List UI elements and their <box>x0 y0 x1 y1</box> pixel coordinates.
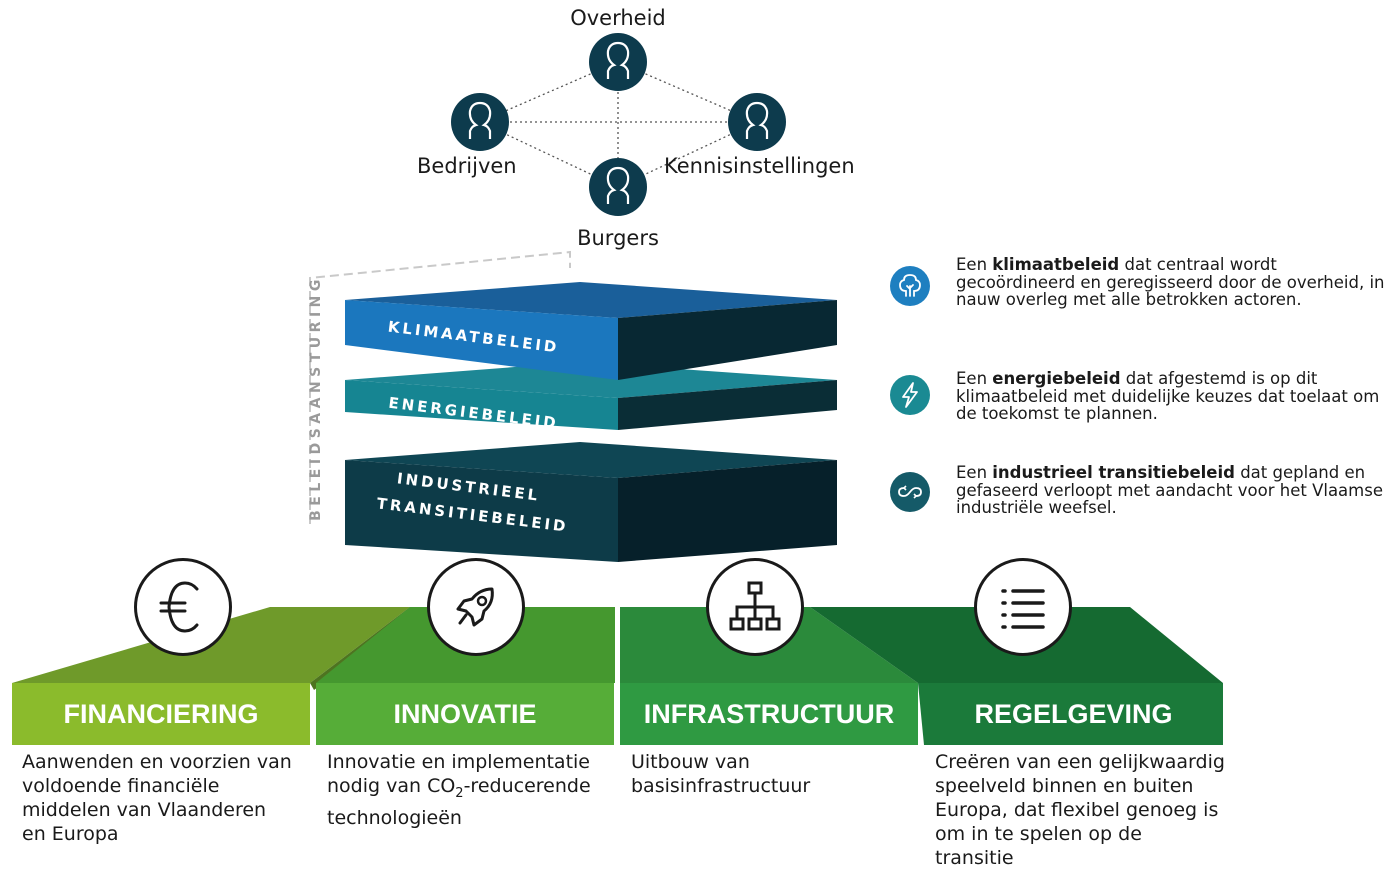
pillar-title-financiering: FINANCIERING <box>63 698 259 729</box>
actor-label-overheid: Overheid <box>570 6 666 30</box>
person-icon <box>589 33 647 91</box>
policy-stack: INDUSTRIEEL TRANSITIEBELEID ENERGIEBELEI… <box>309 250 837 562</box>
pillar-title-infrastructuur: INFRASTRUCTUUR <box>643 698 895 729</box>
pillar-desc-financiering: Aanwenden en voorzien van voldoende fina… <box>22 751 292 845</box>
pillar-desc-regelgeving: Creëren van een gelijkwaardig speelveld … <box>935 751 1225 869</box>
person-icon <box>728 93 786 151</box>
policy-item-energie: Een energiebeleid dat afgestemd is op di… <box>890 370 1390 430</box>
person-icon <box>451 93 509 151</box>
actor-label-kennisinstellingen: Kennisinstellingen <box>664 154 855 178</box>
rocket-icon <box>456 587 494 627</box>
infinity-cycle-icon <box>890 472 930 512</box>
policy-text-klimaat: Een klimaatbeleid dat centraal wordt gec… <box>956 255 1385 309</box>
policy-item-industrie: Een industrieel transitiebeleid dat gepl… <box>890 464 1390 524</box>
pillar-desc-infrastructuur: Uitbouw van basisinfrastructuur <box>631 751 811 797</box>
layer-energiebeleid: ENERGIEBELEID <box>345 362 837 432</box>
layer-industrieel-transitiebeleid: INDUSTRIEEL TRANSITIEBELEID <box>345 442 837 562</box>
policy-item-klimaat: Een klimaatbeleid dat centraal wordt gec… <box>890 256 1390 336</box>
rocket-icon-badge <box>427 558 525 656</box>
policy-text-energie: Een energiebeleid dat afgestemd is op di… <box>956 369 1380 423</box>
euro-icon <box>159 581 199 633</box>
policy-text-industrie: Een industrieel transitiebeleid dat gepl… <box>956 463 1383 517</box>
layer-klimaatbeleid: KLIMAATBELEID <box>345 282 837 380</box>
pillar-platforms <box>12 607 1223 745</box>
pillar-desc-innovatie: Innovatie en implementatie nodig van CO2… <box>327 751 591 829</box>
network-icon <box>729 581 781 631</box>
actor-network <box>451 33 786 216</box>
pillar-title-innovatie: INNOVATIE <box>393 698 537 729</box>
tree-icon <box>890 266 930 306</box>
actor-label-bedrijven: Bedrijven <box>417 154 517 178</box>
euro-icon-badge <box>134 558 232 656</box>
lightning-icon <box>890 375 930 415</box>
list-icon <box>1001 589 1045 629</box>
stack-side-label: BELEIDSAANSTURING <box>308 275 324 521</box>
person-icon <box>589 158 647 216</box>
pillar-title-regelgeving: REGELGEVING <box>974 698 1173 729</box>
list-icon-badge <box>974 558 1072 656</box>
actor-label-burgers: Burgers <box>577 226 659 250</box>
network-icon-badge <box>706 558 804 656</box>
